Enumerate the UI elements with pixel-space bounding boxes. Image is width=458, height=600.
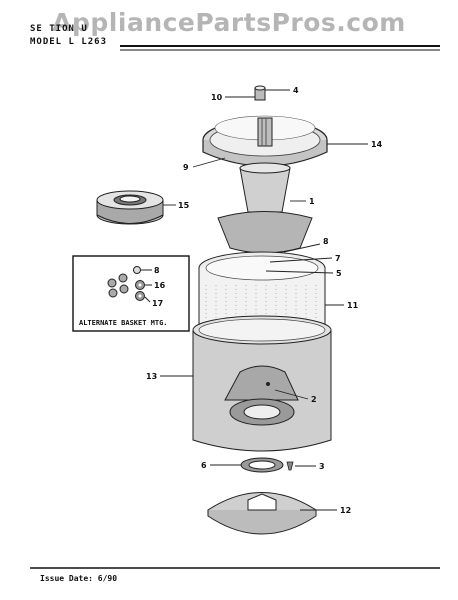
- alternate-basket-box: 8 16 17 ALTERNATE BASKET MTG.: [72, 255, 190, 332]
- callout-14: 14: [371, 140, 383, 149]
- part-gasket: [240, 457, 284, 473]
- callout-1: 1: [309, 197, 315, 206]
- model-label: MODEL L L263: [30, 37, 108, 47]
- callout-4: 4: [293, 86, 299, 95]
- callout-5: 5: [336, 269, 342, 278]
- part-wash-ring: [96, 190, 164, 225]
- callout-7: 7: [335, 254, 341, 263]
- callout-6: 6: [201, 461, 207, 470]
- callout-9: 9: [183, 163, 189, 172]
- alternate-basket-label: ALTERNATE BASKET MTG.: [79, 319, 168, 327]
- callout-15: 15: [178, 201, 190, 210]
- part-agitator: [217, 162, 313, 254]
- part-screw: [286, 461, 294, 471]
- callout-17: 17: [152, 299, 163, 308]
- callout-12: 12: [340, 506, 351, 515]
- box-callout-8: 8: [154, 266, 160, 275]
- issue-date: Issue Date: 6/90: [40, 574, 118, 583]
- part-bottom-cover: [207, 492, 317, 535]
- section-label: SE TION U: [30, 24, 88, 34]
- callout-8: 8: [323, 237, 329, 246]
- part-hub-cap: [254, 85, 266, 101]
- part-basket: [198, 251, 326, 331]
- callout-3: 3: [319, 462, 325, 471]
- callout-13: 13: [146, 372, 157, 381]
- callout-11: 11: [347, 301, 359, 310]
- part-tub: [192, 315, 332, 452]
- callout-2: 2: [311, 395, 317, 404]
- watermark: AppliancePartsPros.com: [52, 8, 406, 37]
- leader-lines: [160, 89, 368, 511]
- callout-16: 16: [154, 281, 166, 290]
- callout-10: 10: [211, 93, 223, 102]
